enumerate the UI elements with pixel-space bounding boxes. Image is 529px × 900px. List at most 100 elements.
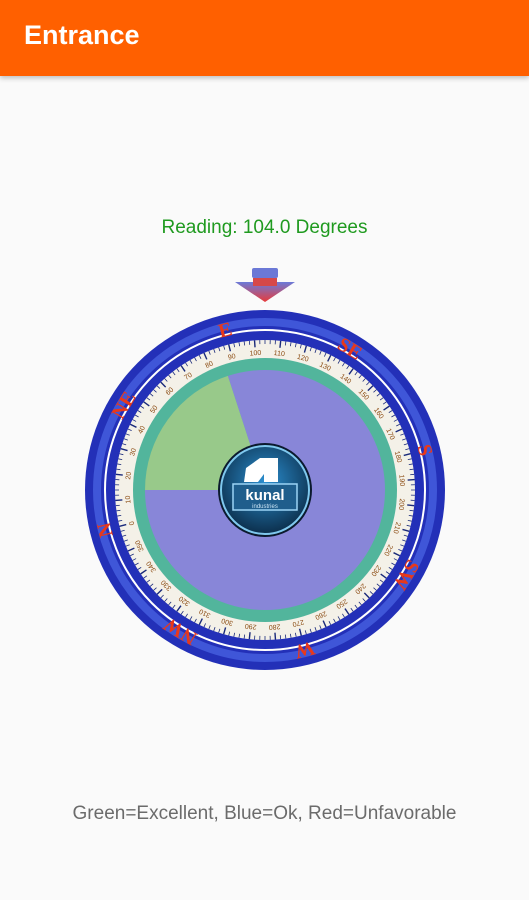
tick-mark — [176, 605, 182, 612]
tick-mark — [294, 632, 297, 637]
tick-mark — [322, 620, 327, 628]
tick-mark — [346, 365, 350, 370]
tick-mark — [117, 463, 122, 466]
tick-mark — [115, 484, 120, 486]
tick-mark — [115, 499, 123, 502]
tick-mark — [379, 397, 384, 401]
tick-label: 30 — [129, 448, 138, 458]
tick-mark — [143, 401, 150, 407]
tick-mark — [328, 621, 332, 625]
tick-mark — [264, 339, 266, 345]
tick-mark — [168, 374, 172, 379]
tick-mark — [400, 433, 405, 436]
tick-label: 130 — [318, 361, 332, 372]
outer-ring-line — [104, 329, 426, 651]
tick-label: 220 — [382, 543, 393, 557]
tick-mark — [132, 419, 137, 422]
tick-mark — [156, 385, 161, 389]
tick-mark — [407, 519, 412, 522]
tick-mark — [407, 504, 415, 507]
tick-mark — [228, 631, 231, 636]
tick-mark — [309, 347, 312, 352]
tick-mark — [344, 608, 350, 615]
tick-mark — [238, 342, 241, 347]
tick-mark — [164, 598, 168, 602]
tick-mark — [134, 414, 139, 418]
tick-mark — [284, 341, 287, 346]
tick-mark — [298, 628, 302, 636]
tick-mark — [115, 504, 120, 507]
tick-mark — [274, 340, 276, 345]
tick-label: 290 — [244, 622, 256, 630]
tick-mark — [362, 598, 366, 602]
tick-mark — [140, 569, 147, 575]
tick-mark — [185, 362, 188, 367]
tick-mark — [140, 405, 145, 409]
tick-mark — [233, 632, 236, 637]
tick-label: 210 — [391, 521, 401, 534]
tick-mark — [203, 623, 206, 628]
tick-mark — [299, 344, 302, 349]
tick-mark — [410, 473, 415, 476]
tick-label: 0 — [129, 520, 137, 526]
tick-mark — [233, 343, 236, 348]
tick-mark — [243, 341, 246, 346]
tick-label: 350 — [135, 539, 146, 553]
tick-mark — [373, 587, 377, 591]
tick-mark — [168, 601, 172, 606]
tick-mark — [160, 381, 167, 388]
tick-mark — [304, 630, 307, 635]
tick-mark — [118, 458, 123, 461]
tick-mark — [123, 438, 128, 441]
tick-mark — [123, 539, 128, 542]
tick-mark — [122, 443, 127, 446]
tick-label: 100 — [249, 350, 261, 358]
tick-label: 180 — [393, 450, 403, 463]
tick-mark — [153, 587, 157, 591]
tick-mark — [294, 343, 297, 348]
tick-mark — [208, 350, 211, 355]
tick-mark — [398, 549, 403, 552]
tick-mark — [160, 594, 164, 599]
tick-mark — [405, 448, 410, 451]
tick-mark — [198, 618, 203, 626]
tick-mark — [228, 344, 232, 352]
tick-mark — [385, 571, 390, 575]
tick-mark — [403, 443, 408, 446]
tick-mark — [118, 519, 123, 522]
tick-mark — [376, 393, 381, 397]
tick-mark — [269, 635, 271, 640]
tick-mark — [269, 340, 271, 345]
tick-mark — [337, 359, 341, 364]
tick-mark — [125, 544, 130, 547]
app-title: Entrance — [24, 20, 140, 50]
tick-mark — [115, 479, 120, 481]
tick-mark — [222, 627, 227, 635]
tick-mark — [149, 583, 154, 587]
tick-label: 70 — [183, 372, 193, 382]
tick-mark — [382, 401, 387, 405]
tick-mark — [279, 635, 282, 640]
tick-label: 40 — [137, 425, 147, 435]
tick-mark — [354, 604, 358, 609]
tick-mark — [400, 544, 405, 547]
heading-reading: Reading: 104.0 Degrees — [161, 217, 368, 238]
tick-mark — [198, 355, 202, 359]
tick-mark — [189, 359, 193, 364]
tick-mark — [125, 433, 130, 436]
tick-mark — [303, 345, 308, 353]
tick-mark — [194, 357, 197, 362]
tick-mark — [373, 389, 377, 393]
tick-mark — [407, 478, 415, 481]
tick-mark — [337, 616, 341, 621]
tick-mark — [408, 463, 413, 466]
tick-mark — [117, 514, 122, 517]
tick-mark — [402, 539, 407, 542]
tick-mark — [185, 613, 188, 618]
direction-label-n: N — [93, 520, 118, 540]
tick-mark — [407, 458, 412, 461]
tick-mark — [223, 345, 226, 350]
tick-mark — [194, 618, 197, 623]
